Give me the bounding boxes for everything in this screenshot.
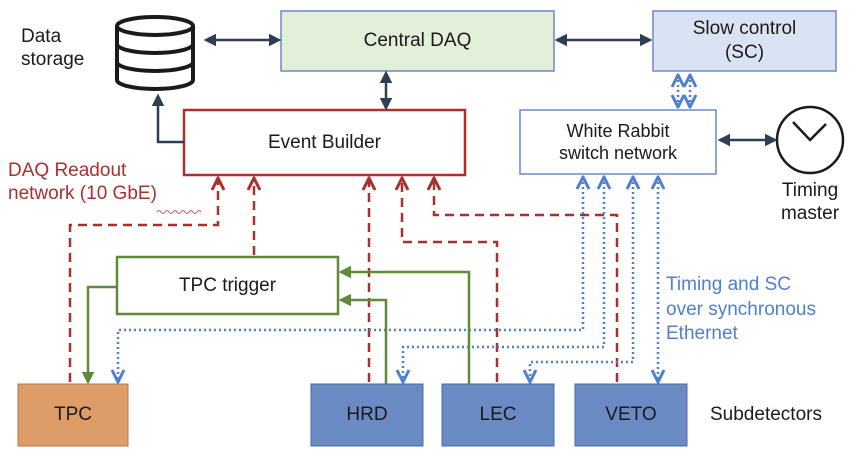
slow-control-box: [652, 10, 837, 72]
readout-veto: [434, 178, 619, 382]
hrd-label: HRD: [311, 384, 423, 446]
tpc-trigger-label: TPC trigger: [117, 257, 338, 314]
tpc-label: TPC: [18, 384, 128, 446]
timing-master-text-1: Timing: [781, 180, 839, 201]
timing-master-text-2: master: [780, 202, 840, 224]
white-rabbit-box: [519, 109, 717, 175]
timing-hrd: [403, 177, 604, 382]
lec-to-trigger: [338, 265, 471, 384]
veto-label: VETO: [575, 384, 687, 446]
subdetectors-text: Subdetectors: [710, 404, 822, 425]
timing-annotation-3: Ethernet: [666, 323, 738, 345]
sc-whiterabbit-link: [678, 75, 690, 107]
control-connectors: [151, 33, 778, 147]
white-rabbit-label: White Rabbit switch network: [520, 110, 716, 174]
hrd-text: HRD: [346, 404, 388, 426]
data-storage-label: Data storage: [21, 26, 84, 72]
tpc-text: TPC: [54, 404, 92, 426]
central-daq-text: Central DAQ: [363, 30, 472, 52]
timing-lines: [118, 177, 658, 382]
event-builder-label: Event Builder: [184, 110, 465, 175]
veto-box: [574, 383, 688, 447]
veto-text: VETO: [605, 404, 657, 426]
timing-annotation-2: over synchronous: [666, 298, 816, 320]
timing-annotation-1: Timing and SC: [666, 274, 791, 295]
lec-label: LEC: [442, 384, 554, 446]
tpc-box: [17, 383, 129, 447]
event-builder-text: Event Builder: [267, 131, 381, 153]
timing-annotation: Timing and SC over synchronous Ethernet: [666, 273, 816, 347]
central-daq-box: [280, 10, 555, 72]
spellcheck-underline: [156, 210, 202, 214]
white-rabbit-text-1: White Rabbit: [566, 120, 670, 141]
slow-control-text-1: Slow control: [692, 18, 797, 40]
lec-box: [441, 383, 555, 447]
slow-control-text-2: (SC): [724, 42, 765, 63]
subdetectors-label: Subdetectors: [710, 404, 822, 427]
lec-text: LEC: [479, 404, 517, 426]
data-storage-text-2: storage: [21, 48, 85, 70]
trigger-lines: [81, 265, 471, 385]
hrd-to-trigger: [338, 293, 388, 384]
timing-master-label: Timing master: [770, 180, 850, 226]
readout-lec: [402, 178, 499, 382]
eventbuilder-storage-link: [151, 93, 184, 144]
readout-network-annotation: DAQ Readout network (10 GbE): [8, 160, 157, 206]
database-icon: [115, 15, 195, 91]
central-daq-label: Central DAQ: [281, 11, 554, 71]
data-storage-text-1: Data: [21, 26, 62, 47]
clock-icon: [775, 105, 845, 175]
white-rabbit-text-2: switch network: [558, 143, 678, 163]
readout-annotation-1: DAQ Readout: [8, 160, 127, 181]
event-builder-box: [182, 108, 467, 177]
readout-annotation-2: network (10 GbE): [8, 182, 157, 204]
hrd-box: [310, 383, 424, 447]
slow-control-label: Slow control (SC): [653, 11, 836, 71]
trigger-to-tpc: [81, 285, 117, 385]
tpc-trigger-text: TPC trigger: [178, 274, 277, 296]
timing-lec: [530, 177, 633, 382]
